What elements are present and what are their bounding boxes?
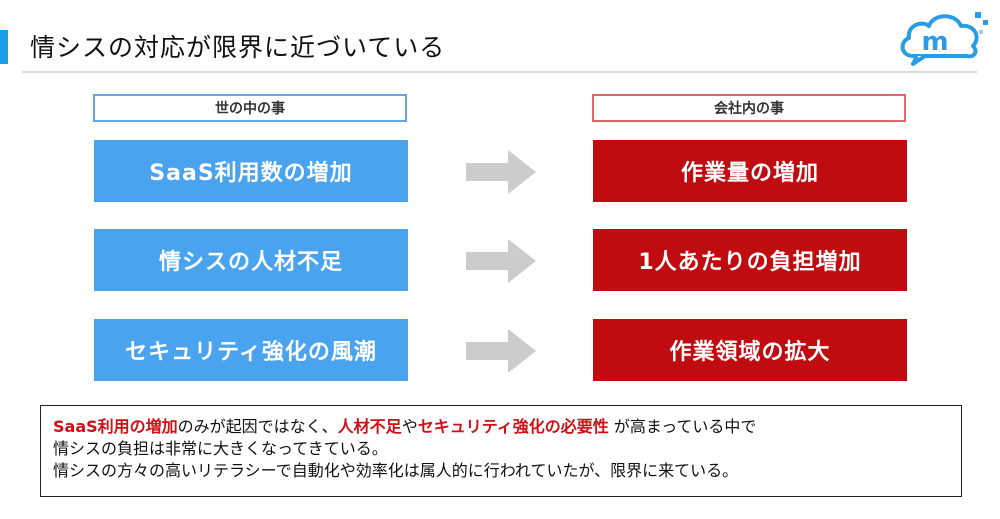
company-impact-box: 1人あたりの負担増加 [593,229,907,291]
note-line-2: 情シスの負担は非常に大きくなってきている。 [53,439,388,458]
title-accent-bar [0,30,8,64]
right-column-header: 会社内の事 [592,94,906,122]
highlight-text: セキュリティ強化の必要性 [417,417,609,436]
title-divider [22,71,977,73]
company-impact-box: 作業領域の拡大 [593,319,907,381]
left-column-header: 世の中の事 [93,94,407,122]
logo-letter: m [921,27,948,57]
note-text: や [401,417,418,436]
company-impact-box: 作業量の増加 [593,140,907,202]
world-factor-box: セキュリティ強化の風潮 [94,319,408,381]
note-text: のみが起因ではなく、 [177,417,338,436]
note-text: が高まっている中で [613,417,757,436]
note-line-3: 情シスの方々の高いリテラシーで自動化や効率化は属人的に行われていたが、限界に来て… [53,461,739,480]
page-title: 情シスの対応が限界に近づいている [30,33,446,62]
right-arrow-icon [466,239,536,283]
summary-note: SaaS利用の増加のみが起因ではなく、人材不足やセキュリティ強化の必要性 が高ま… [40,405,962,497]
right-arrow-icon [466,329,536,373]
world-factor-box: 情シスの人材不足 [94,229,408,291]
world-factor-box: SaaS利用数の増加 [94,140,408,202]
highlight-text: SaaS利用の増加 [53,417,178,436]
cloud-logo-icon: m [900,12,988,66]
note-line-1: SaaS利用の増加のみが起因ではなく、人材不足やセキュリティ強化の必要性 が高ま… [53,416,949,438]
highlight-text: 人材不足 [337,417,402,436]
right-arrow-icon [466,150,536,194]
